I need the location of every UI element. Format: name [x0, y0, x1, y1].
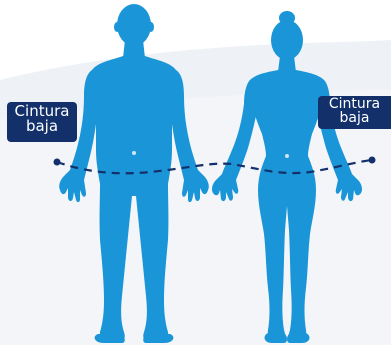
label-left-line2: baja [11, 119, 73, 134]
label-right-line1: Cintura [322, 97, 387, 111]
low-waist-label-right: Cintura baja [318, 96, 391, 129]
label-right-line2: baja [322, 111, 387, 125]
low-waist-label-left: Cintura baja [7, 102, 77, 142]
